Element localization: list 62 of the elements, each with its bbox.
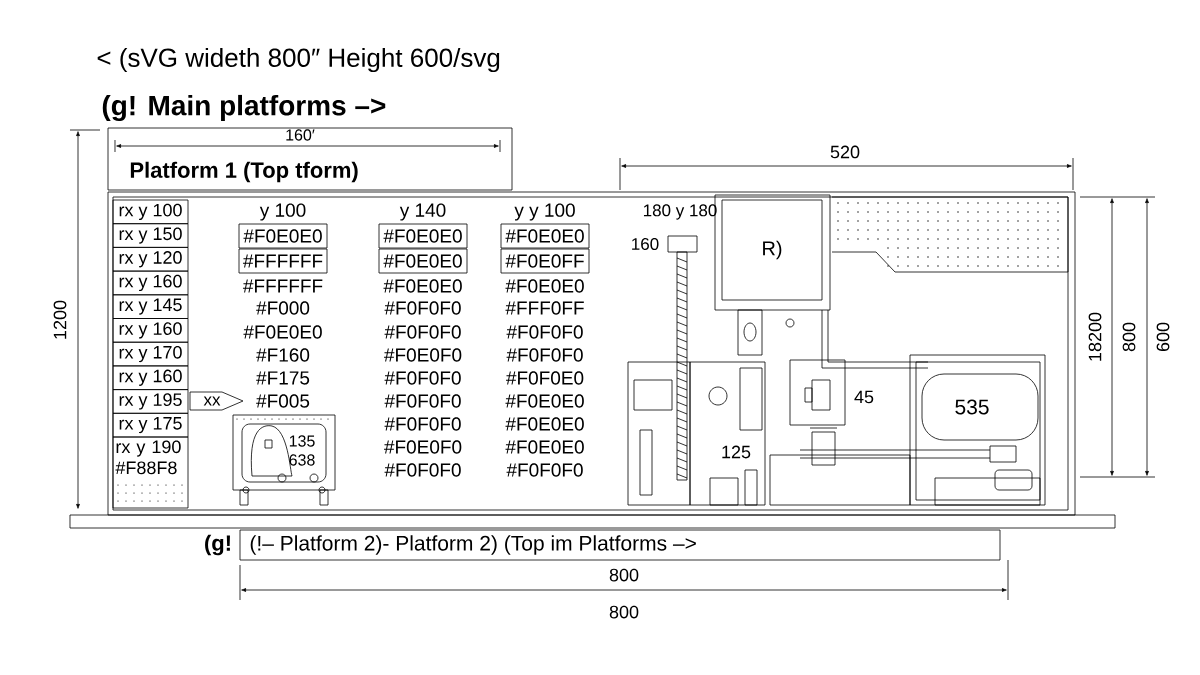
color-code: #F0F0E0 [506,371,584,385]
dimension-label: 18200 [1088,312,1102,361]
color-code: #F0E0E0 [243,325,322,339]
table-cell: rx y 160 [112,365,189,390]
color-code: #F175 [256,371,310,385]
color-code: #F0F0F0 [384,301,461,315]
table-cell: rx y 195 [112,389,189,414]
color-code: #F000 [256,301,310,315]
color-code: #F0E0F0 [384,348,462,362]
table-cell: rx y 150 [112,223,189,248]
color-code: #F0F0F0 [506,348,583,362]
color-code: #F0F0F0 [506,325,583,339]
color-code: #FFFFFF [243,279,323,293]
color-code: #F0E0E0 [383,279,462,293]
table-cell: #F0E0E0 [378,223,468,249]
column-header: y 140 [399,203,446,221]
fixture-label: 135 [289,435,315,447]
table-cell: rx y 160 [112,270,189,296]
table-cell: rx y 160 [112,318,189,343]
color-code: #F0E0E0 [505,440,584,454]
color-code: #F0F0F0 [506,463,583,477]
dimension-label: 160′ [286,129,315,141]
color-code: #FFF0FF [505,301,584,315]
heading: (g! Main platforms –> [102,94,386,122]
fixture-label: 125 [722,445,751,459]
fixture-label: 160 [632,238,659,251]
platform-box: (!– Platform 2)- Platform 2) (Top im Platforms –> [239,529,1001,561]
table-cell: #F0E0E0 [500,223,590,249]
color-code: #F0E0E0 [505,279,584,293]
dimension-label: 800 [609,605,639,619]
dimension-label: 600 [1156,322,1170,352]
color-code: #F0F0F0 [384,394,461,408]
color-code: #F0F0F0 [384,417,461,431]
arrow-tag: xx [189,391,244,411]
table-cell: rx y 145 [112,294,189,319]
table-cell: #F0E0E0 [238,223,328,249]
table-cell: rx y 175 [112,412,189,438]
dimension-label: 800 [1122,322,1136,352]
table-cell: rx y 170 [112,341,189,367]
fixture-label: 638 [289,454,315,466]
color-code: #F0E0F0 [384,440,462,454]
table-cell: rx y 190 #F88F8 [112,436,189,509]
fixture-box: R) [721,199,823,301]
fixture-label: 535 [955,399,989,415]
table-cell: #F0E0E0 [378,248,468,274]
fixture-label: 45 [854,390,874,404]
column-header: y 100 [259,203,306,221]
table-cell: #FFFFFF [238,248,328,274]
table-cell: rx y 120 [112,247,189,272]
color-code: #F0F0F0 [384,325,461,339]
color-code: #F0F0F0 [384,371,461,385]
color-code: #F0E0E0 [505,394,584,408]
table-cell: #F0E0FF [500,248,590,274]
table-cell: rx y 100 [112,199,189,225]
code-text: (g! [205,534,230,556]
color-code: #F160 [256,348,310,362]
color-code: #F0E0E0 [505,417,584,431]
code-text: < (sVG wideth 800″ Height 600/svg [97,47,500,73]
dimension-label: 1200 [53,300,67,339]
column-header: y y 100 [514,203,575,221]
dimension-label: 520 [830,145,860,159]
color-code: #F0F0F0 [384,463,461,477]
